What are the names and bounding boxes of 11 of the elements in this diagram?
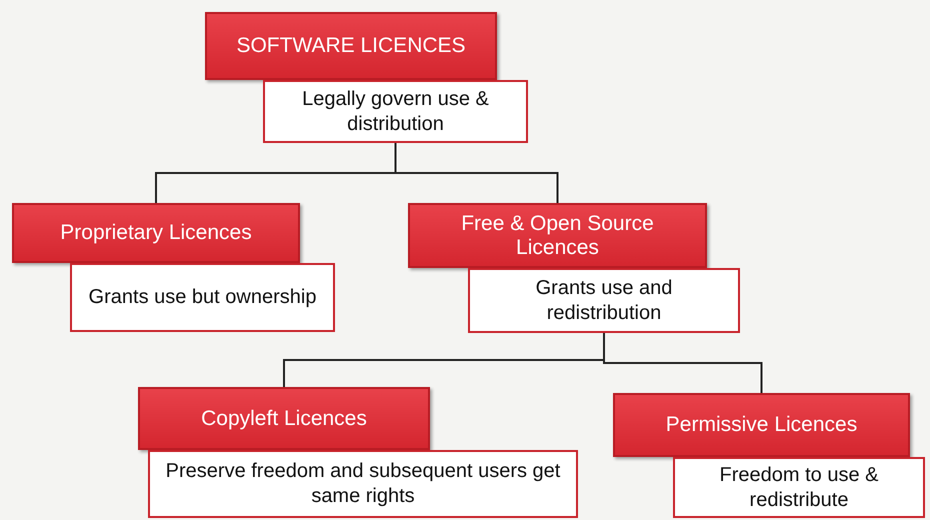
category-header: Proprietary Licences bbox=[12, 203, 300, 263]
description-box: Preserve freedom and subsequent users get same rights bbox=[148, 450, 578, 518]
description-box: Grants use but ownership bbox=[70, 263, 335, 332]
description-box: Freedom to use & redistribute bbox=[673, 457, 925, 518]
category-header: Permissive Licences bbox=[613, 393, 910, 457]
connector-line bbox=[394, 143, 558, 203]
description-box: Legally govern use & distribution bbox=[263, 80, 528, 143]
category-header: SOFTWARE LICENCES bbox=[205, 12, 497, 80]
category-header: Free & Open Source Licences bbox=[408, 203, 707, 268]
category-header: Copyleft Licences bbox=[138, 387, 430, 450]
description-box: Grants use and redistribution bbox=[468, 268, 740, 333]
